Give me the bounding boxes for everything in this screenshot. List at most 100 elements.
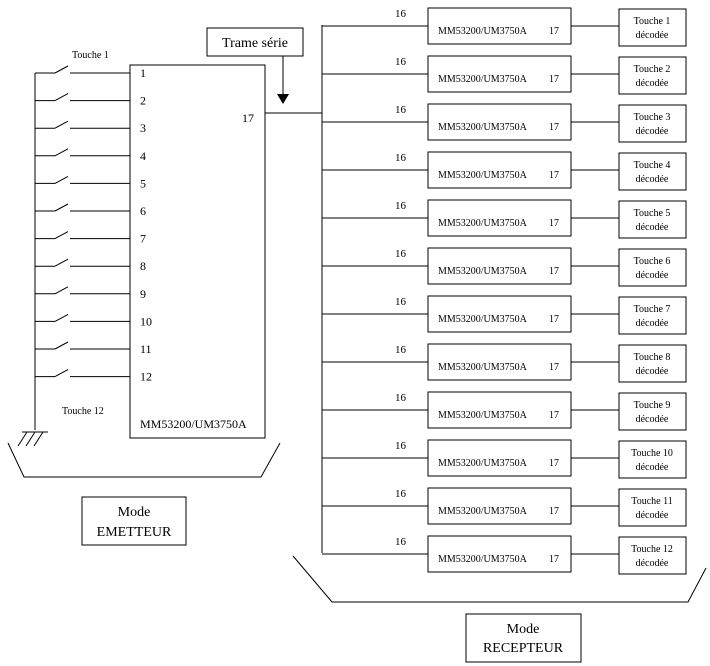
serial-link: Trame série [206,27,322,114]
key-switch [35,203,130,212]
receiver-in-pin: 16 [395,344,407,356]
receiver-chip [427,487,572,525]
decoded-key-name: Touche 11 [631,496,672,507]
decoded-key-status: décodée [636,414,669,425]
receiver-out-pin: 17 [549,218,559,229]
emitter-chip-label: MM53200/UM3750A [140,417,247,431]
receiver-out-pin: 17 [549,362,559,373]
decoded-key-box [618,488,687,527]
receiver-chip-label: MM53200/UM3750A [438,314,528,325]
receiver-out-pin: 17 [549,122,559,133]
emitter-bracket [7,442,281,478]
emitter-pin-number: 10 [140,314,152,328]
key-switch [35,369,130,378]
receiver-in-pin: 16 [395,536,407,548]
decoded-key-name: Touche 8 [634,352,671,363]
decoded-key-name: Touche 7 [634,304,671,315]
receiver-out-pin: 17 [549,314,559,325]
touche-first-label: Touche 1 [72,50,109,61]
decoded-key-status: décodée [636,78,669,89]
decoded-key-box [618,296,687,335]
receiver-out-pin: 17 [549,458,559,469]
receiver-chip-label: MM53200/UM3750A [438,170,528,181]
decoded-key-name: Touche 5 [634,208,671,219]
receiver-chip-label: MM53200/UM3750A [438,218,528,229]
receiver-bracket [292,555,707,603]
serial-frame-box [206,27,304,57]
decoded-key-name: Touche 1 [634,16,671,27]
decoded-key-box [618,152,687,191]
serial-arrow-head [277,94,289,104]
receiver-chip-label: MM53200/UM3750A [438,554,528,565]
receiver-chip-label: MM53200/UM3750A [438,506,528,517]
receiver-out-pin: 17 [549,506,559,517]
receiver-in-pin: 16 [395,440,407,452]
receiver-chip-label: MM53200/UM3750A [438,410,528,421]
receiver-out-pin: 17 [549,554,559,565]
receiver-chip [427,439,572,477]
key-switch [35,313,130,322]
receiver-in-pin: 16 [395,200,407,212]
emitter-pin-number: 4 [140,149,146,163]
decoded-key-status: décodée [636,174,669,185]
decoded-key-box [618,440,687,479]
receiver-out-pin: 17 [549,74,559,85]
receiver-in-pin: 16 [395,392,407,404]
key-switch [35,286,130,295]
decoded-key-box [618,392,687,431]
emitter-pin-number: 11 [140,342,152,356]
receiver-in-pin: 16 [395,56,407,68]
receiver-chip [427,535,572,573]
key-switch [35,341,130,350]
emitter-pin-number: 8 [140,259,146,273]
mode-emitter-box [81,496,187,546]
receiver-chip-label: MM53200/UM3750A [438,122,528,133]
decoded-key-status: décodée [636,510,669,521]
emitter-pin-number: 12 [140,370,152,384]
key-switch [35,175,130,184]
receiver-chip [427,391,572,429]
key-switch [35,148,130,157]
receiver-in-pin: 16 [395,8,407,20]
receiver-out-pin: 17 [549,26,559,37]
receiver-out-pin: 17 [549,266,559,277]
serial-frame-label: Trame série [222,36,288,51]
key-switch [35,120,130,129]
decoded-key-box [618,56,687,95]
receiver-out-pin: 17 [549,410,559,421]
mode-receiver-line1: Mode [507,622,540,637]
receiver-chip-label: MM53200/UM3750A [438,266,528,277]
key-switches [35,65,130,378]
emitter-pin-number: 7 [140,232,146,246]
receiver-chip-label: MM53200/UM3750A [438,74,528,85]
decoded-key-status: décodée [636,366,669,377]
decoded-key-status: décodée [636,270,669,281]
receiver-in-pin: 16 [395,248,407,260]
receiver-in-pin: 16 [395,296,407,308]
decoded-key-status: décodée [636,30,669,41]
emitter-pin-number: 2 [140,94,146,108]
ground-symbol [17,431,48,447]
receiver-chip-label: MM53200/UM3750A [438,458,528,469]
decoded-key-name: Touche 12 [631,544,673,555]
emitter-pin-number: 9 [140,287,146,301]
decoded-key-name: Touche 6 [634,256,671,267]
decoded-key-box [618,104,687,143]
emitter-chip [129,64,266,439]
receiver-in-pin: 16 [395,488,407,500]
receiver-chip [427,247,572,285]
decoded-key-box [618,8,687,47]
receiver-chip [427,103,572,141]
